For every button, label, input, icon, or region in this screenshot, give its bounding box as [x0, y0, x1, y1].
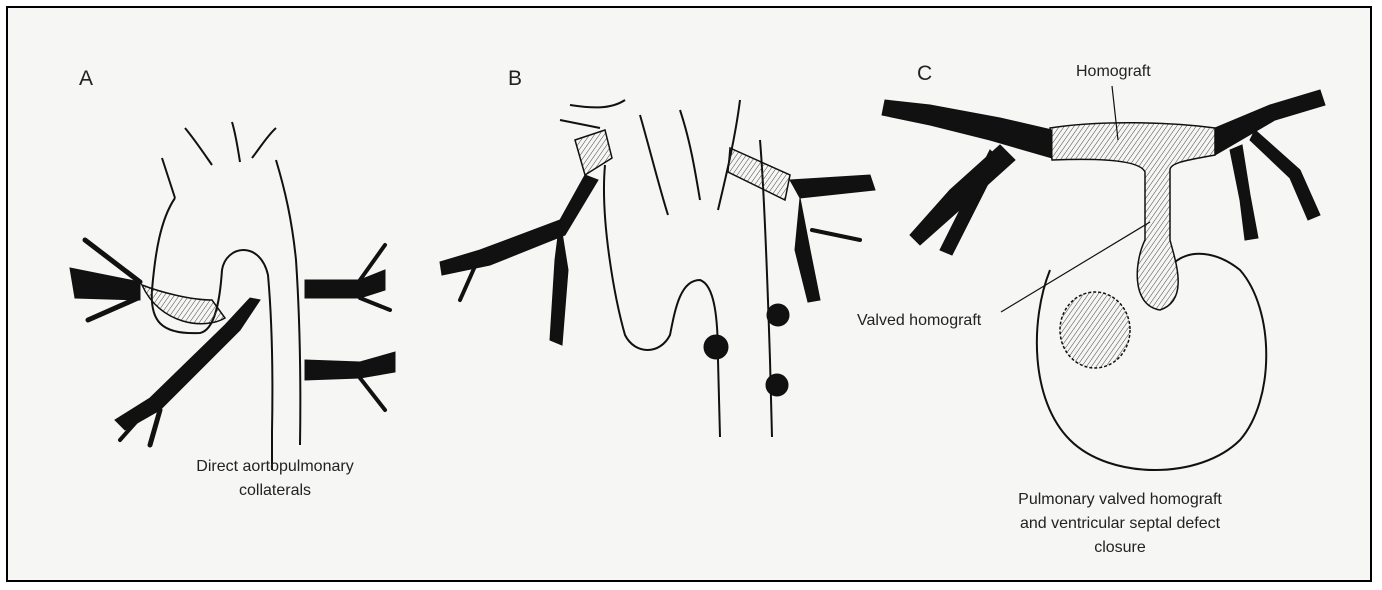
panel-c-caption-line-2: and ventricular septal defect — [990, 512, 1250, 536]
panel-a-letter: A — [79, 67, 93, 91]
panel-a-collaterals — [70, 240, 395, 445]
panel-b-drawing — [560, 100, 790, 437]
panel-a-caption-line-2: collaterals — [150, 479, 400, 503]
homograft-callout: Homograft — [1076, 63, 1151, 81]
panel-a-caption: Direct aortopulmonary collaterals — [150, 455, 400, 503]
panel-c-pulmonary-arteries — [882, 90, 1325, 255]
panel-c-caption-line-3: closure — [990, 536, 1250, 560]
panel-c-letter: C — [917, 62, 932, 86]
panel-a-drawing — [142, 122, 300, 470]
valved-homograft-callout: Valved homograft — [857, 312, 981, 330]
panel-a-caption-line-1: Direct aortopulmonary — [150, 455, 400, 479]
panel-c-caption-line-1: Pulmonary valved homograft — [990, 488, 1250, 512]
panel-b-letter: B — [508, 67, 522, 91]
panel-c-caption: Pulmonary valved homograft and ventricul… — [990, 488, 1250, 560]
panel-b-collaterals — [440, 175, 875, 396]
